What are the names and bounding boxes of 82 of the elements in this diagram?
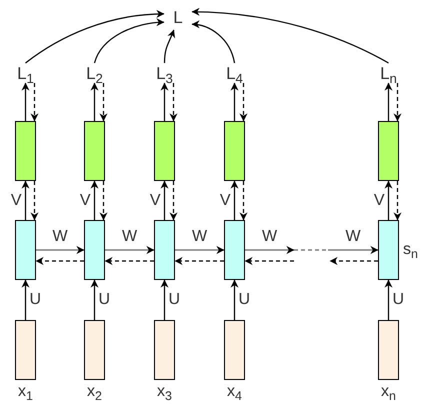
edge-label: U — [98, 292, 110, 308]
edge-label: U — [238, 292, 250, 308]
edge-label: W — [262, 229, 278, 245]
variable-label: x$_{4}$ — [227, 384, 242, 400]
loss-label: L$_{1}$ — [15, 63, 36, 83]
variable-label: x$_{1}$ — [18, 384, 33, 400]
arrow — [90, 180, 98, 220]
edge-label: V — [10, 192, 22, 208]
dashed-arrow — [244, 257, 294, 265]
loss-label: L$_{3}$ — [154, 63, 175, 83]
dashed-arrow — [330, 257, 378, 265]
edge-label: U — [168, 292, 180, 308]
curved-arrow — [164, 30, 175, 64]
output-box — [224, 121, 245, 181]
loss-label: L$_{2}$ — [84, 63, 105, 83]
dashed-arrow — [36, 257, 84, 265]
arrow — [90, 82, 98, 121]
variable-label: x$_{3}$ — [157, 384, 172, 400]
arrow — [160, 280, 168, 320]
state-label: s$_{n}$ — [403, 242, 418, 258]
dashed-arrow — [240, 181, 248, 220]
curved-arrow — [25, 10, 164, 64]
arrow — [230, 280, 238, 320]
arrow — [22, 280, 30, 320]
hidden-state-box — [84, 220, 105, 280]
arrow — [230, 180, 238, 220]
dashed-arrow — [100, 181, 108, 220]
edge-label: U — [30, 292, 42, 308]
edge-label: W — [345, 229, 361, 245]
variable-label: x$_{2}$ — [87, 384, 102, 400]
hidden-state-box — [224, 220, 245, 280]
input-box — [15, 320, 36, 380]
edge-label: V — [220, 192, 230, 208]
arrow — [245, 246, 294, 254]
input-box — [224, 320, 245, 380]
dashed-arrow — [100, 83, 108, 122]
arrow — [160, 180, 168, 220]
dashed-arrow — [170, 83, 178, 122]
arrow — [90, 280, 98, 320]
variable-label: x$_{n}$ — [381, 384, 396, 400]
arrow — [328, 246, 378, 254]
edge-label: W — [122, 229, 138, 245]
output-box — [84, 121, 105, 181]
curved-arrow — [192, 20, 236, 64]
edge-label: W — [192, 229, 208, 245]
loss-label: L$_{n}$ — [378, 63, 399, 83]
dashed-arrow — [104, 257, 154, 265]
arrow — [230, 82, 238, 121]
edge-label: W — [52, 229, 68, 245]
hidden-state-box — [378, 220, 399, 280]
arrow — [175, 246, 224, 254]
input-box — [154, 320, 175, 380]
dashed-arrow — [174, 257, 224, 265]
arrow — [384, 180, 392, 220]
edge-label: V — [374, 192, 384, 208]
dashed-arrow — [240, 83, 248, 122]
arrow — [384, 82, 392, 121]
hidden-state-box — [154, 220, 175, 280]
loss-label: L$_{4}$ — [224, 63, 245, 83]
input-box — [378, 320, 399, 380]
edge-label: V — [80, 192, 90, 208]
arrow — [384, 280, 392, 320]
input-box — [84, 320, 105, 380]
dashed-arrow — [30, 181, 38, 220]
arrow — [36, 246, 84, 254]
output-box — [15, 121, 36, 181]
arrow — [22, 180, 30, 220]
arrow — [160, 82, 168, 121]
output-box — [154, 121, 175, 181]
dashed-arrow — [30, 83, 38, 122]
arrow — [22, 82, 30, 121]
dashed-arrow — [394, 83, 402, 122]
dashed-arrow — [170, 181, 178, 220]
dashed-arrow — [394, 181, 402, 220]
edge-label: U — [392, 292, 404, 308]
hidden-state-box — [15, 220, 36, 280]
curved-arrow — [94, 18, 164, 64]
edge-label: V — [150, 192, 160, 208]
output-box — [378, 121, 399, 181]
arrow — [105, 246, 154, 254]
loss-label: L — [164, 4, 192, 30]
curved-arrow — [192, 8, 389, 64]
